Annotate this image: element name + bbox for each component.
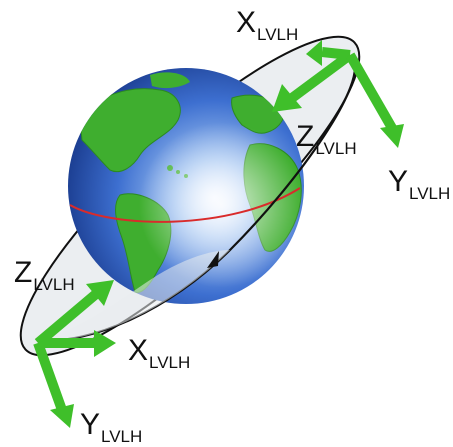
label-top-x-letter: X	[236, 6, 257, 39]
label-top-z-subscript: LVLH	[315, 139, 357, 158]
label-top-y-letter: Y	[388, 165, 409, 198]
top-x-arrowhead-icon	[306, 40, 322, 66]
bottom-z-axis	[34, 290, 100, 347]
label-top-x-subscript: LVLH	[257, 25, 299, 44]
label-top-x: XLVLH	[236, 6, 298, 44]
earth-globe	[68, 68, 304, 304]
lvlh-frame-top	[272, 40, 404, 148]
earth-highlight	[68, 68, 304, 304]
label-top-y-subscript: LVLH	[409, 184, 451, 203]
label-bottom-x-subscript: LVLH	[149, 353, 191, 372]
label-bottom-z-subscript: LVLH	[33, 275, 75, 294]
label-bottom-y-subscript: LVLH	[101, 427, 143, 446]
orbit-direction-arrowhead-icon	[207, 251, 219, 268]
top-z-arrowhead-icon	[272, 84, 302, 112]
label-bottom-y-letter: Y	[80, 408, 101, 441]
bottom-z-arrowhead-icon	[86, 280, 114, 306]
label-top-z-letter: Z	[296, 120, 315, 153]
label-bottom-x-letter: X	[128, 334, 149, 367]
label-bottom-x: XLVLH	[128, 334, 190, 372]
label-bottom-z: ZLVLH	[14, 256, 75, 294]
lvlh-frame-bottom	[33, 280, 116, 428]
label-bottom-y: YLVLH	[80, 408, 142, 446]
top-y-arrowhead-icon	[380, 124, 404, 148]
top-z-axis	[289, 50, 353, 103]
equator-line	[69, 187, 301, 223]
label-top-z: ZLVLH	[296, 120, 357, 158]
label-top-y: YLVLH	[388, 165, 450, 203]
top-y-axis	[345, 52, 397, 131]
bottom-y-axis	[33, 341, 67, 412]
bottom-y-arrowhead-icon	[50, 404, 74, 428]
bottom-x-arrowhead-icon	[94, 330, 116, 357]
label-bottom-z-letter: Z	[14, 256, 33, 289]
